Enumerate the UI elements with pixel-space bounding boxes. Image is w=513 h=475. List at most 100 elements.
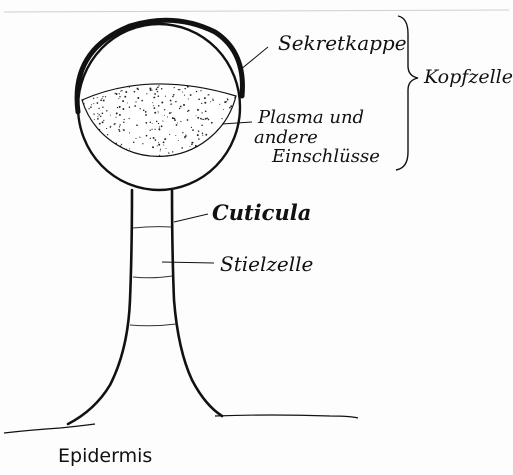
plasma-dot xyxy=(203,151,204,152)
plasma-dot xyxy=(157,80,158,81)
plasma-dot xyxy=(146,179,148,181)
plasma-dot xyxy=(167,179,168,180)
plasma-dot xyxy=(237,150,239,152)
plasma-dot xyxy=(200,82,201,83)
plasma-dot xyxy=(154,112,156,114)
plasma-dot xyxy=(163,141,165,143)
plasma-dot xyxy=(105,96,106,97)
plasma-dot xyxy=(83,96,85,98)
plasma-dot xyxy=(180,121,181,122)
plasma-dot xyxy=(123,129,125,131)
plasma-dot xyxy=(97,133,98,134)
plasma-dot xyxy=(224,101,226,103)
plasma-dot xyxy=(191,144,193,146)
plasma-dot xyxy=(81,144,83,146)
plasma-dot xyxy=(126,158,127,159)
plasma-dot xyxy=(84,127,86,129)
plasma-dot xyxy=(178,89,179,90)
plasma-dot xyxy=(99,166,101,168)
plasma-dot xyxy=(228,83,230,85)
plasma-dot xyxy=(88,121,89,122)
plasma-dot xyxy=(122,108,124,110)
plasma-dot xyxy=(188,98,189,99)
plasma-dot xyxy=(193,190,195,192)
plasma-dot xyxy=(183,104,185,106)
plasma-dot xyxy=(106,128,107,129)
plasma-dot xyxy=(192,189,193,190)
plasma-dot xyxy=(205,110,207,112)
plasma-dot xyxy=(143,110,145,112)
plasma-dot xyxy=(104,158,106,160)
plasma-dot xyxy=(192,165,193,166)
plasma-dot xyxy=(174,118,176,120)
plasma-dot xyxy=(135,178,137,180)
plasma-dot xyxy=(94,87,96,89)
plasma-dot xyxy=(146,135,148,137)
plasma-dot xyxy=(176,124,178,126)
plasma-dot xyxy=(148,179,149,180)
plasma-dot xyxy=(102,106,103,107)
plasma-dot xyxy=(134,161,136,163)
plasma-dot xyxy=(165,96,166,97)
plasma-dot xyxy=(100,99,102,101)
plasma-dot xyxy=(237,109,238,110)
plasma-dot xyxy=(204,86,205,87)
plasma-dot xyxy=(214,170,216,172)
plasma-dot xyxy=(163,144,164,145)
plasma-dot xyxy=(203,188,205,190)
plasma-dot xyxy=(157,87,158,88)
plasma-dot xyxy=(156,160,158,162)
plasma-dot xyxy=(156,171,158,173)
plasma-dot xyxy=(135,138,136,139)
plasma-dot xyxy=(208,119,210,121)
label-epidermis: Epidermis xyxy=(58,445,152,467)
plasma-dot xyxy=(95,162,96,163)
plasma-dot xyxy=(223,109,224,110)
plasma-dot xyxy=(97,113,98,114)
plasma-dot xyxy=(127,103,128,104)
plasma-dot xyxy=(197,109,199,111)
plasma-dot xyxy=(156,167,157,168)
label-stielzelle: Stielzelle xyxy=(220,252,313,276)
plasma-dot xyxy=(229,188,230,189)
plasma-dot xyxy=(96,133,98,135)
plasma-dot xyxy=(172,96,173,97)
plasma-dot xyxy=(115,123,116,124)
plasma-dot xyxy=(196,115,197,116)
plasma-dot xyxy=(186,159,187,160)
plasma-dot xyxy=(93,98,94,99)
plasma-dot xyxy=(129,87,130,88)
plasma-dot xyxy=(101,81,103,83)
plasma-dot xyxy=(161,172,162,173)
plasma-dot xyxy=(109,175,110,176)
plasma-dot xyxy=(223,141,224,142)
plasma-dot xyxy=(104,154,105,155)
plasma-dot xyxy=(110,159,112,161)
plasma-dot xyxy=(95,166,97,168)
plasma-dot xyxy=(201,124,203,126)
plasma-dot xyxy=(204,102,206,104)
plasma-dot xyxy=(218,178,220,180)
plasma-dot xyxy=(89,82,91,84)
plasma-dot xyxy=(191,127,192,128)
plasma-dot xyxy=(202,132,203,133)
plasma-dot xyxy=(221,186,222,187)
plasma-dot xyxy=(110,115,111,116)
plasma-dot xyxy=(99,182,100,183)
plasma-dot xyxy=(158,111,159,112)
plasma-dot xyxy=(181,147,183,149)
plasma-dot xyxy=(209,86,211,88)
plasma-dot xyxy=(224,139,226,141)
plasma-dot xyxy=(171,182,172,183)
plasma-dot xyxy=(149,88,151,90)
plasma-dot xyxy=(98,108,99,109)
stalk-left-outline xyxy=(68,190,132,424)
plasma-dot xyxy=(205,118,207,120)
plasma-dot xyxy=(226,101,227,102)
plasma-dot xyxy=(152,102,153,103)
plasma-dot xyxy=(237,136,239,138)
plasma-dot xyxy=(79,134,80,135)
plasma-dot xyxy=(119,96,120,97)
plasma-dot xyxy=(192,129,194,131)
